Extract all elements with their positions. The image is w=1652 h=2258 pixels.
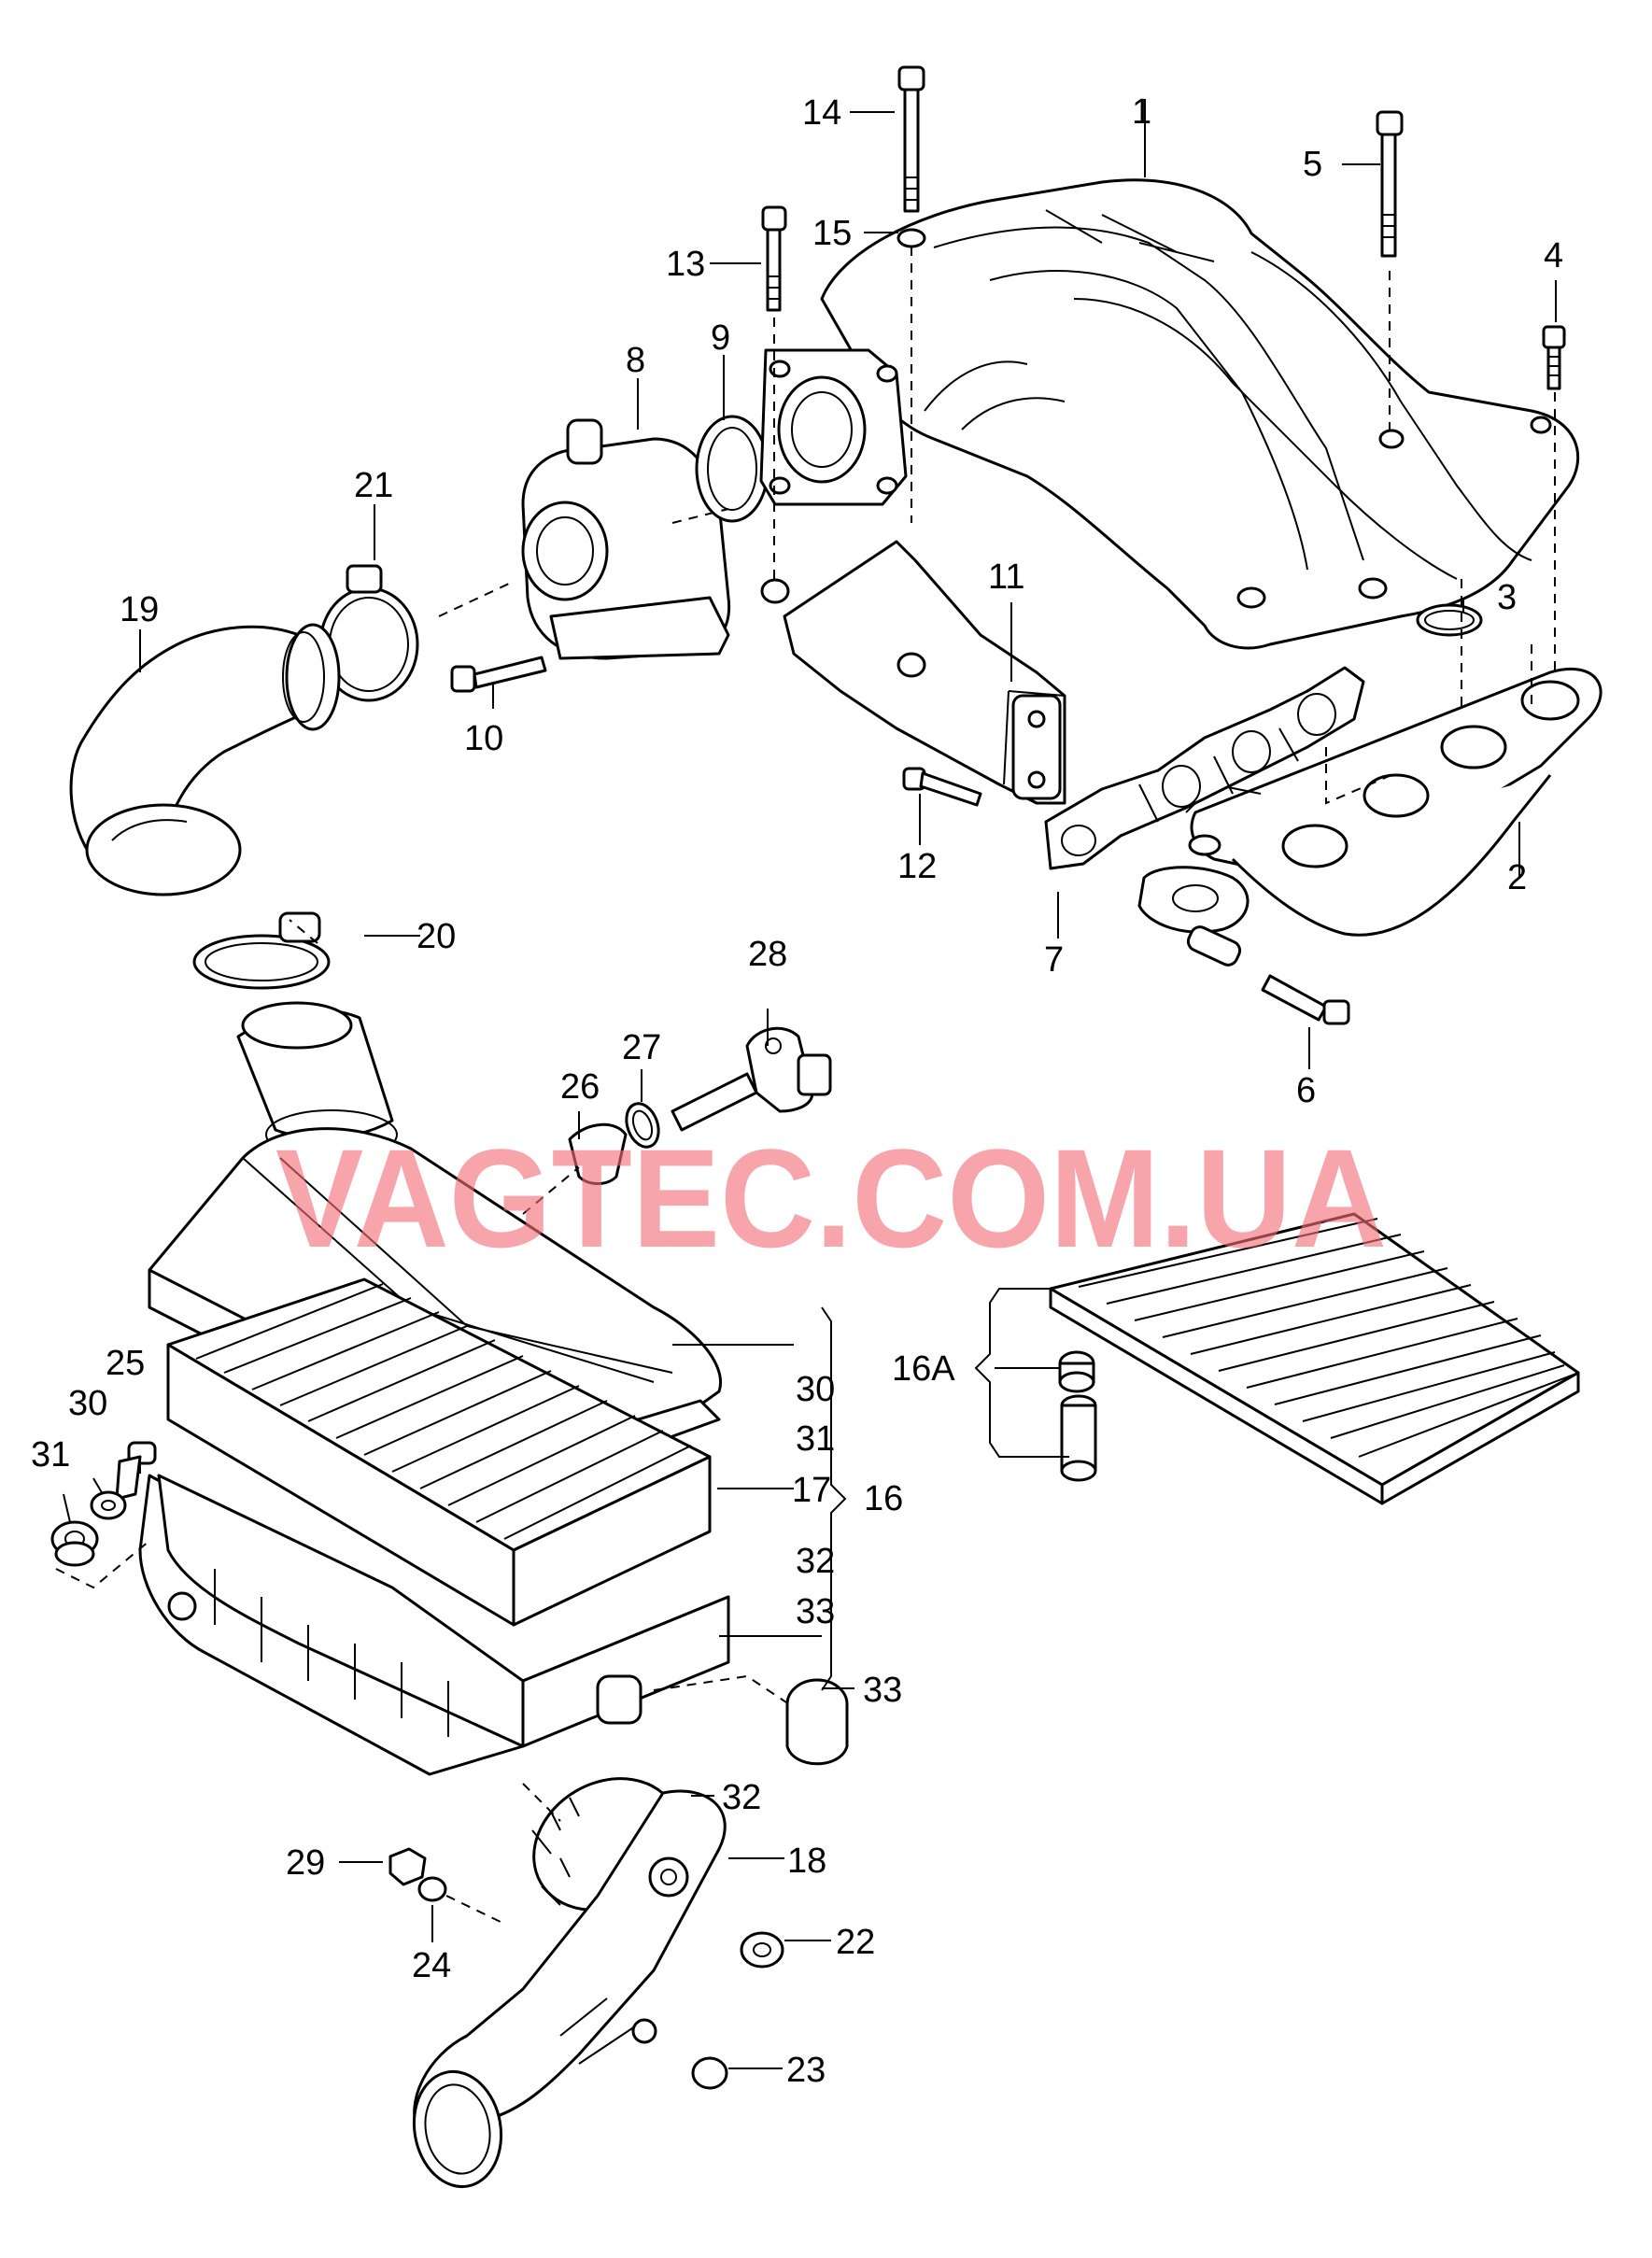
callout-21: 21 xyxy=(354,466,393,505)
cap-16a xyxy=(1058,1350,1095,1393)
watermark: VAGTEC.COM.UA xyxy=(275,1120,1387,1277)
callout-26: 26 xyxy=(560,1067,600,1107)
callout-9: 9 xyxy=(711,318,730,358)
callout-30-right: 30 xyxy=(796,1370,835,1409)
callout-6: 6 xyxy=(1296,1071,1316,1110)
clip-24 xyxy=(417,1876,447,1902)
callout-32-right: 32 xyxy=(796,1542,835,1581)
bolt-10 xyxy=(450,656,547,693)
bolt-25 xyxy=(115,1441,157,1501)
bolt-12 xyxy=(902,767,982,807)
callout-29: 29 xyxy=(286,1843,325,1883)
intake-manifold-lower xyxy=(1185,667,1603,937)
intake-manifold-upper xyxy=(820,178,1580,650)
air-filter-housing xyxy=(138,1001,730,1776)
callout-10: 10 xyxy=(464,719,503,758)
callout-20: 20 xyxy=(417,917,456,956)
leader-lines xyxy=(63,99,1557,2069)
callout-31-left: 31 xyxy=(31,1435,70,1475)
callout-17: 17 xyxy=(792,1471,831,1510)
callout-8: 8 xyxy=(626,341,645,380)
callout-33-right: 33 xyxy=(796,1592,835,1631)
callout-31-right: 31 xyxy=(796,1419,835,1459)
callout-7: 7 xyxy=(1044,940,1064,980)
callout-23: 23 xyxy=(786,2051,826,2090)
callout-24: 24 xyxy=(412,1946,451,1985)
callout-3: 3 xyxy=(1497,578,1517,617)
intake-air-temperature-sensor-28 xyxy=(671,1026,832,1132)
callout-12: 12 xyxy=(897,847,937,886)
callout-4: 4 xyxy=(1544,236,1563,275)
drain-valve-16a xyxy=(1060,1394,1097,1482)
hose-clamp-21 xyxy=(318,564,419,702)
cabin-filter-element xyxy=(1049,1212,1580,1505)
o-ring-3 xyxy=(1416,603,1483,637)
callout-18: 18 xyxy=(787,1842,826,1881)
grommet-22 xyxy=(740,1931,784,1969)
callout-2: 2 xyxy=(1507,858,1527,897)
grommet-23 xyxy=(691,2056,728,2090)
retaining-clip-26 xyxy=(568,1122,628,1185)
callout-5: 5 xyxy=(1303,145,1322,184)
air-inlet-duct-18 xyxy=(412,1777,727,2189)
callout-19: 19 xyxy=(120,590,159,629)
callout-27: 27 xyxy=(622,1028,661,1067)
manifold-gasket-7 xyxy=(1044,666,1365,870)
callout-11: 11 xyxy=(988,557,1024,597)
air-intake-hose-19 xyxy=(69,623,341,896)
grommet-33 xyxy=(785,1678,849,1766)
washer-30 xyxy=(90,1490,127,1520)
bolt-14 xyxy=(897,65,925,213)
callout-28: 28 xyxy=(748,935,787,974)
hose-clamp-20 xyxy=(192,911,331,990)
connection-lines xyxy=(55,247,1556,1925)
callout-15: 15 xyxy=(812,214,852,253)
throttle-body xyxy=(521,418,731,660)
callout-25: 25 xyxy=(106,1344,145,1383)
callout-14: 14 xyxy=(802,93,841,133)
bolt-4 xyxy=(1542,325,1566,390)
bolt-5 xyxy=(1376,110,1404,258)
manifold-flange xyxy=(759,348,908,506)
bracket-11 xyxy=(760,540,1066,805)
gasket-9 xyxy=(695,415,770,523)
callout-16a: 16A xyxy=(892,1349,955,1389)
callout-16: 16 xyxy=(864,1479,903,1518)
callout-22: 22 xyxy=(836,1923,875,1962)
nut-29 xyxy=(388,1847,427,1886)
egr-flange xyxy=(1137,866,1250,967)
callout-1: 1 xyxy=(1132,92,1151,132)
callout-33-grommet: 33 xyxy=(863,1671,902,1710)
callout-30-left: 30 xyxy=(68,1384,107,1423)
callout-13: 13 xyxy=(666,245,705,284)
bolt-6 xyxy=(1261,974,1350,1025)
o-ring-27 xyxy=(625,1102,660,1149)
grommet-31 xyxy=(50,1520,99,1567)
washer-15 xyxy=(897,228,926,248)
bolt-13 xyxy=(761,205,787,312)
callout-32-duct: 32 xyxy=(722,1778,761,1817)
callout-labels: 1 2 3 4 5 6 7 8 9 10 11 12 13 14 15 16 1… xyxy=(31,92,1563,2090)
